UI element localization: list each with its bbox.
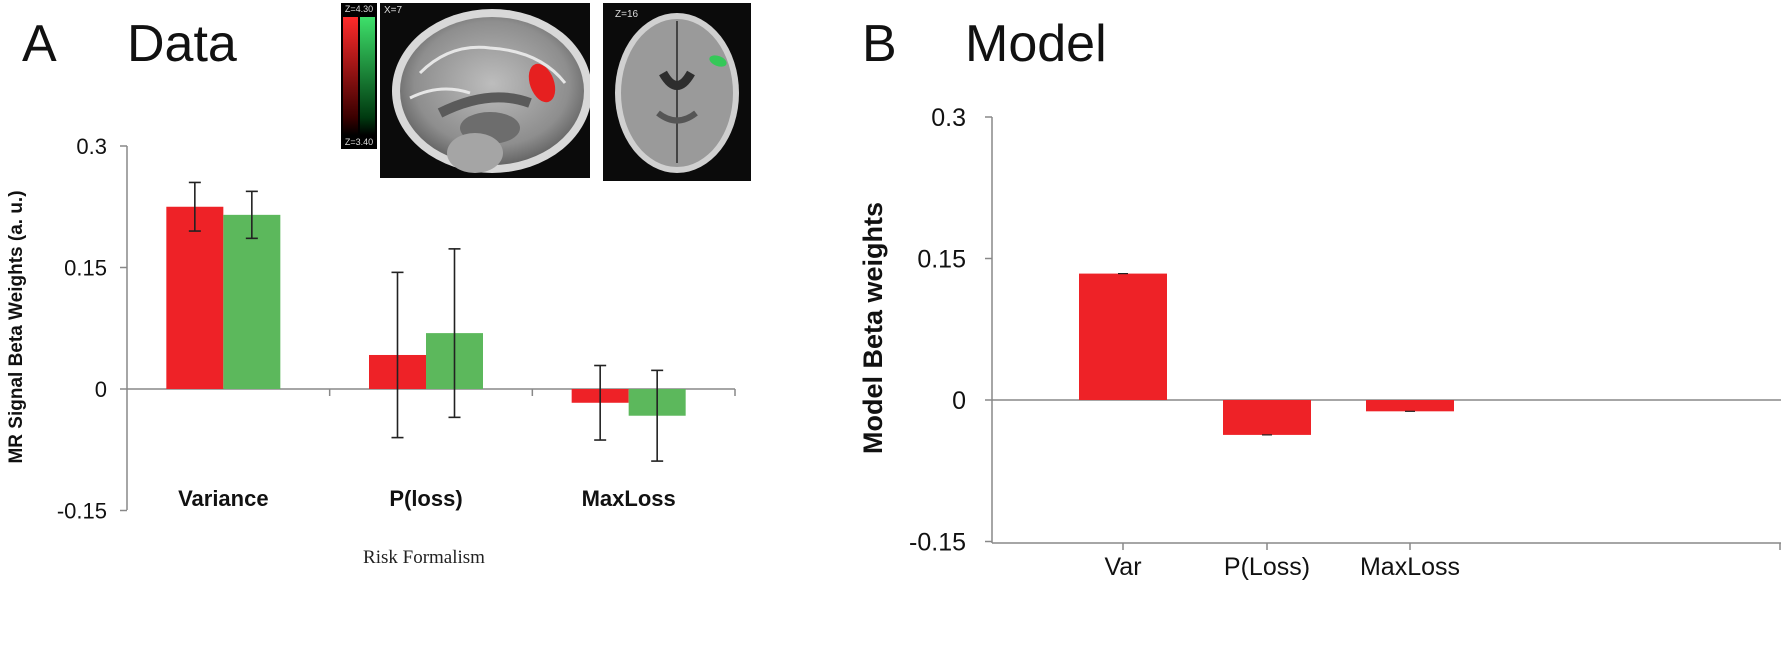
colorbar: Z=4.30 Z=3.40: [341, 3, 377, 149]
a-bar: [166, 206, 224, 389]
panel-b-title: Model: [965, 15, 1107, 73]
b-bar: [1223, 400, 1311, 435]
axial-brain-image: Z=16: [603, 3, 751, 181]
panel-a-title: Data: [127, 15, 237, 73]
colorbar-green: [360, 17, 375, 135]
b-category-label: Var: [1104, 553, 1141, 581]
a-category-label: P(loss): [389, 486, 462, 511]
sagittal-brain-drawing: [392, 9, 590, 173]
panel-b-letter: B: [862, 15, 897, 73]
b-y-tick-label: 0.3: [931, 104, 966, 132]
a-y-tick-label: 0.15: [64, 256, 107, 281]
colorbar-top-label: Z=4.30: [344, 4, 374, 14]
a-category-label: Variance: [178, 486, 269, 511]
slice2-label: Z=16: [615, 9, 639, 20]
b-category-label: MaxLoss: [1360, 553, 1460, 581]
sagittal-brain-image: X=7: [380, 3, 590, 178]
a-x-axis-title: Risk Formalism: [363, 547, 485, 568]
colorbar-red: [343, 17, 358, 135]
a-bar: [223, 214, 281, 389]
a-y-axis-title: MR Signal Beta Weights (a. u.): [6, 190, 27, 463]
a-y-tick-label: 0.3: [76, 134, 107, 159]
a-y-tick-label: 0: [95, 377, 107, 402]
b-category-label: P(Loss): [1224, 553, 1310, 581]
b-y-tick-label: 0: [952, 387, 966, 415]
a-category-label: MaxLoss: [582, 486, 676, 511]
panel-a-letter: A: [22, 15, 57, 73]
b-bar: [1079, 273, 1167, 400]
a-y-tick-label: -0.15: [57, 499, 107, 524]
b-y-tick-label: 0.15: [917, 246, 966, 274]
b-y-tick-label: -0.15: [909, 529, 966, 557]
b-y-axis-title: Model Beta weights: [858, 202, 888, 454]
colorbar-bottom-label: Z=3.40: [344, 137, 374, 147]
axial-brain-drawing: [615, 13, 739, 173]
slice1-label: X=7: [384, 5, 403, 16]
b-bar: [1366, 400, 1454, 412]
